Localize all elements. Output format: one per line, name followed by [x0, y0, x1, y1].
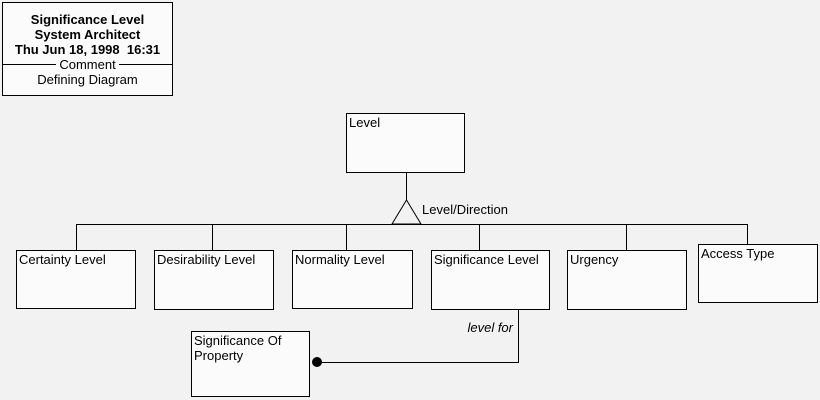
connector-relation-vertical [518, 310, 519, 362]
entity-label: Significance Of Property [194, 333, 282, 363]
branch-label: Level/Direction [422, 202, 508, 217]
comment-label: Comment [59, 56, 116, 72]
entity-label: Access Type [701, 246, 775, 261]
entity-box-significance-of-property[interactable]: Significance Of Property [191, 331, 310, 397]
entity-box-urgency[interactable]: Urgency [567, 250, 687, 310]
entity-box-access-type[interactable]: Access Type [698, 244, 818, 303]
separator-line-left [3, 63, 57, 65]
entity-label: Certainty Level [19, 252, 106, 267]
connector-branch-rail [76, 224, 748, 225]
subtype-triangle-symbol[interactable] [391, 199, 422, 225]
entity-box-significance-level[interactable]: Significance Level [431, 250, 550, 310]
connector-drop-access-type [747, 224, 748, 244]
entity-box-normality-level[interactable]: Normality Level [292, 250, 413, 309]
entity-box-desirability-level[interactable]: Desirability Level [154, 250, 274, 310]
app-name: System Architect [34, 26, 141, 42]
diagram-comment: Defining Diagram [37, 71, 138, 87]
entity-label: Urgency [570, 252, 619, 267]
relation-label: level for [467, 320, 513, 335]
comment-separator: Comment [3, 56, 173, 72]
connector-drop-urgency [626, 224, 627, 250]
relation-endpoint-dot [312, 357, 322, 367]
connector-root-stem [406, 173, 407, 200]
connector-drop-normality [346, 224, 347, 250]
separator-line-right [118, 63, 173, 65]
entity-label: Desirability Level [157, 252, 256, 267]
connector-drop-desirability [212, 224, 213, 250]
entity-box-level[interactable]: Level [346, 113, 465, 173]
diagram-info-block: Significance Level System Architect Thu … [2, 2, 173, 96]
entity-box-certainty-level[interactable]: Certainty Level [16, 250, 136, 309]
entity-label: Significance Level [434, 252, 539, 267]
diagram-timestamp: Thu Jun 18, 1998 16:31 [14, 41, 161, 57]
entity-label: Normality Level [295, 252, 385, 267]
entity-label: Level [349, 115, 381, 130]
connector-drop-certainty [76, 224, 77, 250]
connector-drop-significance [479, 224, 480, 250]
diagram-title: Significance Level [30, 11, 145, 27]
connector-relation-horizontal [317, 362, 519, 363]
